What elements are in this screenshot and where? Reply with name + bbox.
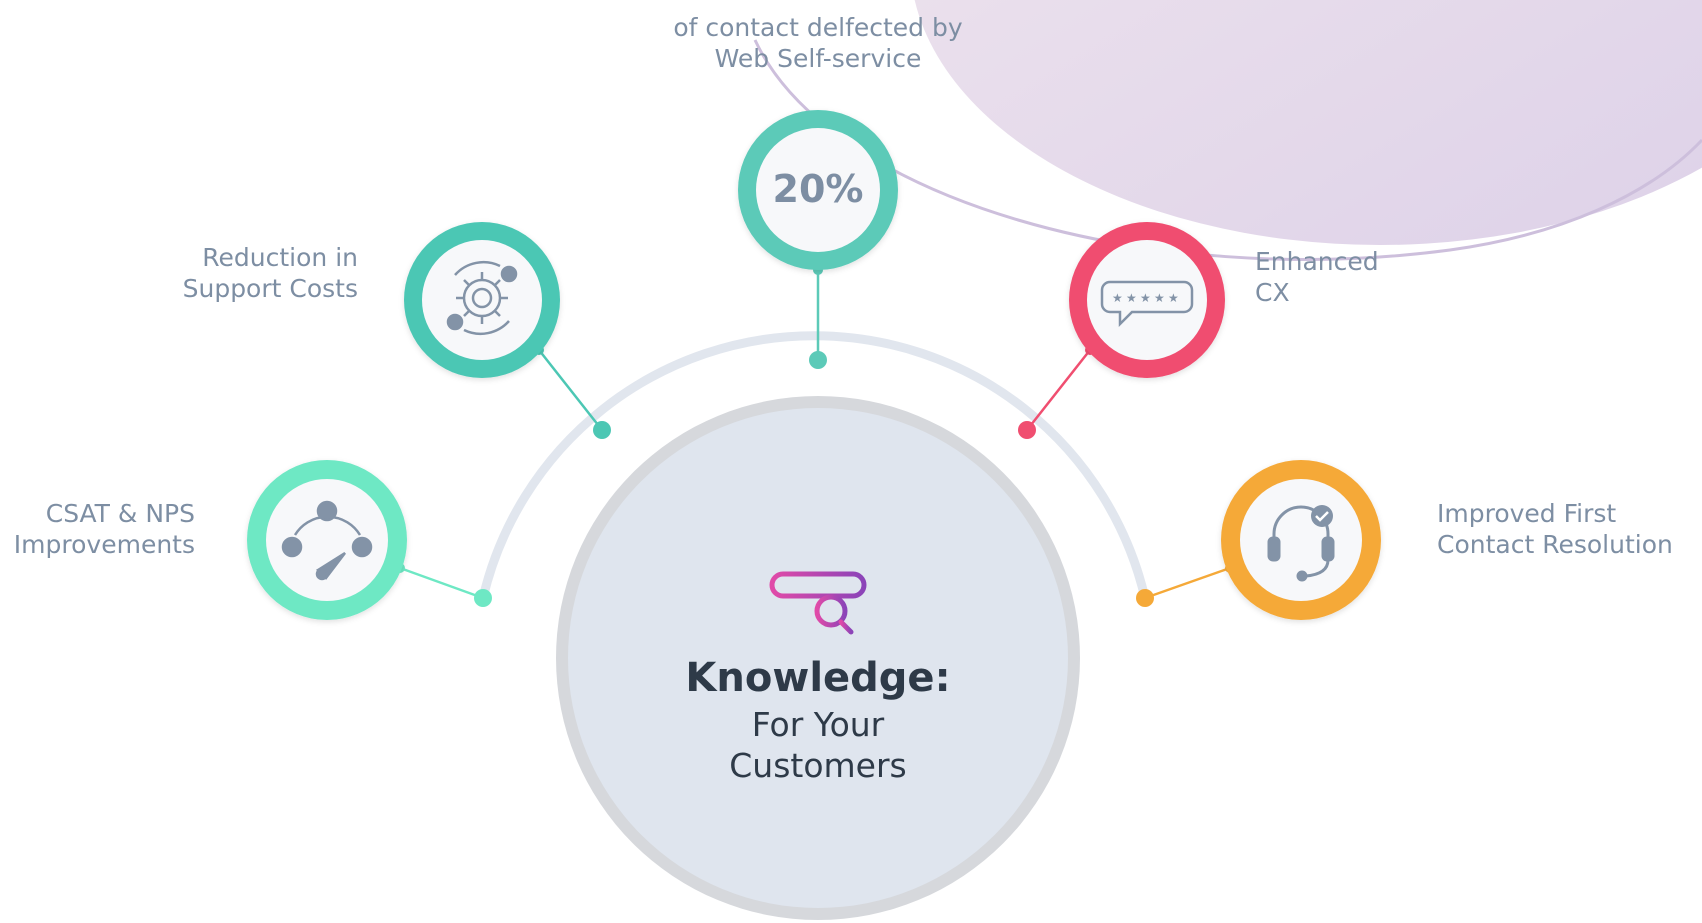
headset-check-icon	[1267, 505, 1335, 582]
hub-title: Knowledge:	[685, 655, 951, 701]
knowledge-search-icon	[769, 571, 867, 635]
csat-label: CSAT & NPS Improvements	[13, 499, 195, 559]
svg-text:★: ★	[1168, 291, 1179, 305]
svg-text:★: ★	[1112, 291, 1123, 305]
support-costs-label: Reduction in Support Costs	[182, 243, 358, 303]
svg-text:★: ★	[1126, 291, 1137, 305]
node-cx	[1069, 222, 1225, 378]
self-service-label: of contact delfected by Web Self-service	[673, 13, 963, 73]
hub-subtitle-line-2: Customers	[729, 746, 907, 785]
cx-label: Enhanced CX	[1255, 247, 1379, 307]
cost-gear-icon	[446, 261, 518, 335]
rating-speech-bubble-icon: ★★★★★	[1100, 280, 1194, 328]
hub-subtitle: For Your Customers	[618, 704, 1018, 786]
connector-arc	[478, 331, 1150, 603]
knowledge-hub	[556, 396, 1080, 920]
node-fcr	[1221, 460, 1381, 620]
fcr-label: Improved First Contact Resolution	[1437, 499, 1673, 559]
hub-subtitle-line-1: For Your	[751, 705, 885, 744]
connector-lines	[399, 265, 1231, 600]
node-self-service	[738, 110, 898, 270]
self-service-stat: 20%	[772, 167, 864, 211]
node-csat	[247, 460, 407, 620]
svg-text:★: ★	[1154, 291, 1165, 305]
node-support-costs	[404, 222, 560, 378]
svg-text:★: ★	[1140, 291, 1151, 305]
satisfaction-gauge-icon	[281, 500, 373, 581]
